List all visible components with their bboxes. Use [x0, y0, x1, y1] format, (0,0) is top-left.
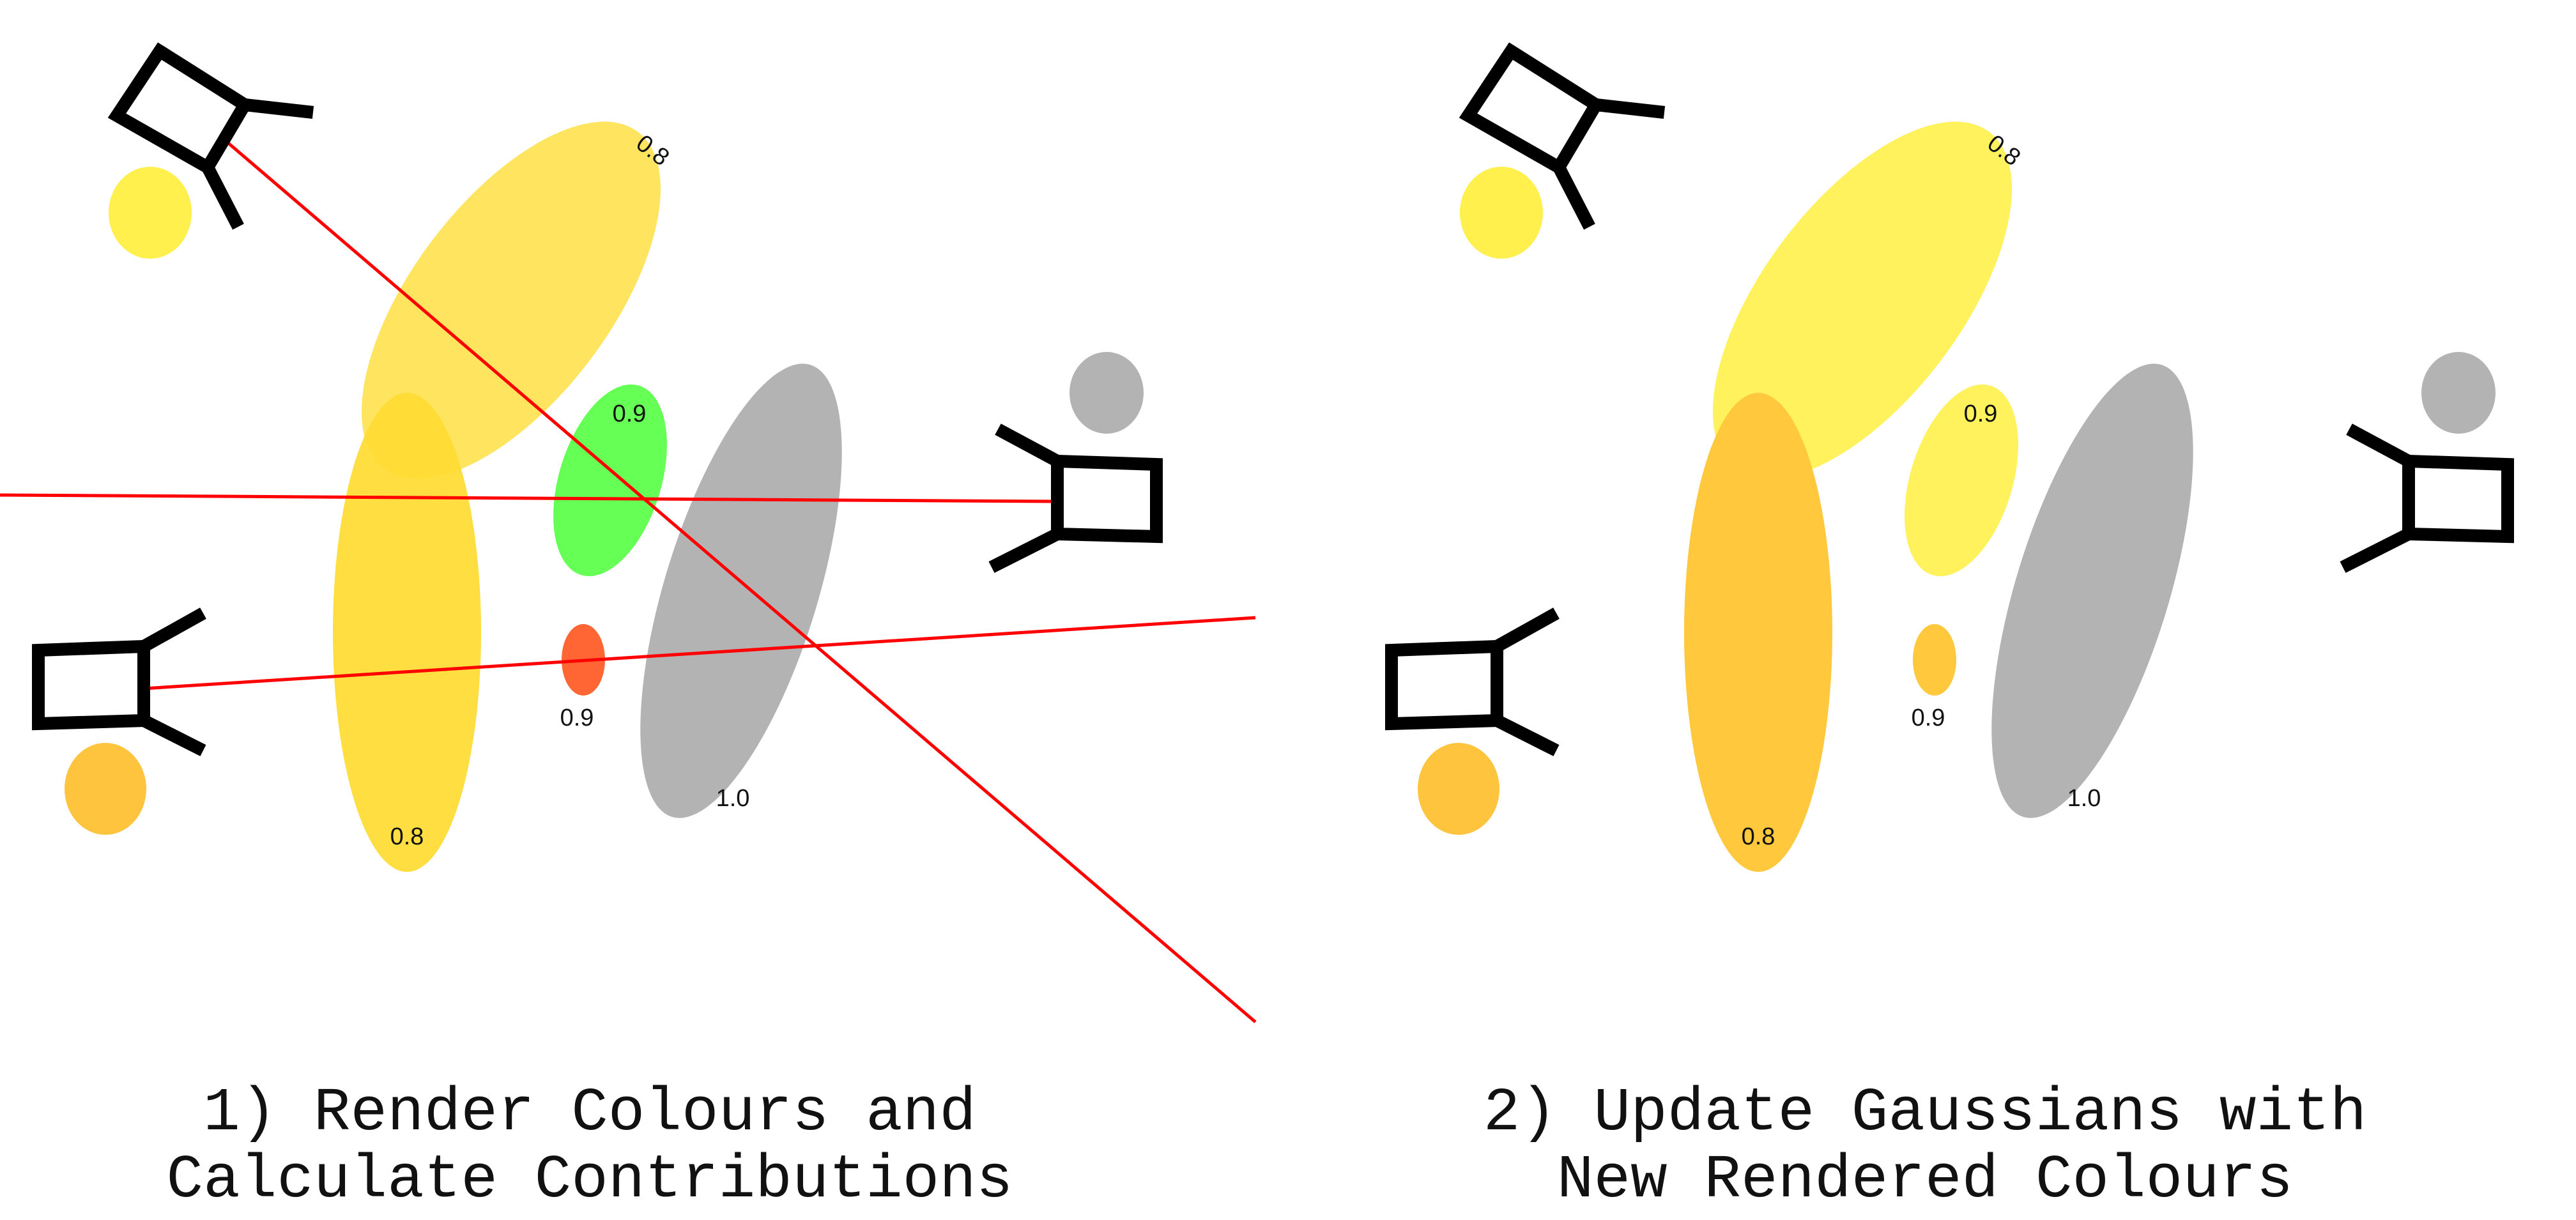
opacity-label-grey: 1.0	[716, 785, 750, 812]
opacity-label-small: 0.9	[560, 705, 594, 731]
opacity-label-grey: 1.0	[2067, 785, 2101, 812]
panel-1-caption-line-1: 1) Render Colours and	[203, 1078, 976, 1148]
camera-bottom-left-color-dot	[1418, 743, 1499, 835]
camera-top-left-color-dot	[109, 167, 192, 259]
opacity-label-tall: 0.8	[390, 823, 424, 850]
opacity-label-small: 0.9	[1912, 705, 1945, 731]
camera-right-icon	[2340, 423, 2514, 573]
camera-top-left-icon	[1459, 42, 1666, 230]
ray-right-camera	[0, 493, 1056, 503]
gaussian-green	[1905, 384, 2018, 577]
gaussian-diagonal	[361, 121, 661, 479]
camera-bottom-left-color-dot	[65, 743, 146, 835]
gaussian-grey	[1991, 363, 2193, 818]
gaussian-grey	[640, 363, 842, 818]
camera-right-icon	[988, 423, 1163, 573]
camera-top-left-color-dot	[1460, 167, 1543, 259]
camera-right-color-dot	[2421, 352, 2496, 434]
gaussian-tall	[333, 393, 481, 872]
panel-render-contributions: 0.8 0.9 0.8 0.9 1.0 1) Render Colours an…	[0, 42, 1257, 1215]
camera-right-color-dot	[1070, 352, 1144, 434]
gaussian-tall	[1684, 393, 1832, 872]
opacity-label-green: 0.9	[1964, 400, 1998, 427]
panel-2-caption-line-2: New Rendered Colours	[1557, 1145, 2293, 1215]
camera-bottom-left-icon	[1385, 607, 1560, 756]
ray-bottom-left-camera	[143, 616, 1256, 690]
camera-bottom-left-icon	[32, 607, 206, 756]
gaussian-green	[553, 384, 667, 577]
opacity-label-green: 0.9	[613, 400, 647, 427]
ray-top-left-camera	[226, 141, 1257, 1023]
gaussian-diagonal	[1712, 121, 2012, 479]
opacity-label-tall: 0.8	[1742, 823, 1775, 850]
camera-top-left-icon	[107, 42, 314, 230]
gaussian-small	[1913, 624, 1956, 696]
panel-updated-gaussians: 0.8 0.9 0.8 0.9 1.0 2) Update Gaussians …	[1385, 42, 2514, 1215]
panel-2-caption-line-1: 2) Update Gaussians with	[1483, 1078, 2367, 1148]
panel-1-caption-line-2: Calculate Contributions	[166, 1145, 1013, 1215]
